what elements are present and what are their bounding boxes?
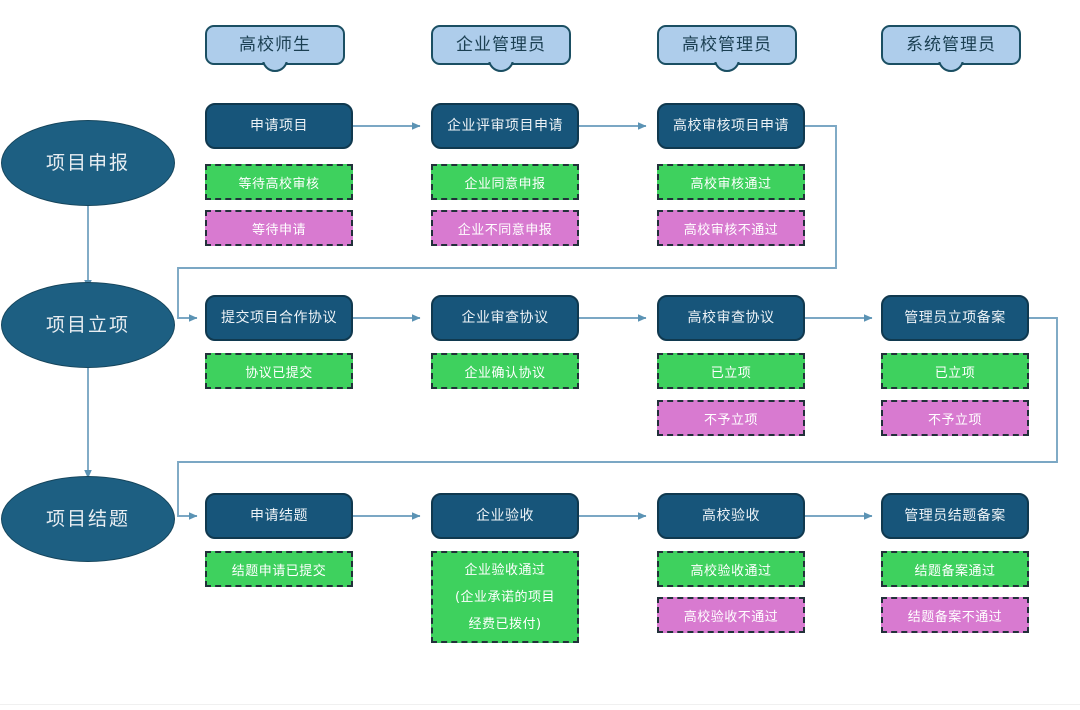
stage-ellipse-1[interactable]: 项目立项 [1, 282, 175, 368]
role-header-1[interactable]: 企业管理员 [431, 25, 571, 72]
status-r3c4-0[interactable]: 结题备案通过 [881, 551, 1029, 587]
status-r2c4-0[interactable]: 已立项 [881, 353, 1029, 389]
status-r1c1-1[interactable]: 等待申请 [205, 210, 353, 246]
status-r2c1-0[interactable]: 协议已提交 [205, 353, 353, 389]
status-r1c3-0[interactable]: 高校审核通过 [657, 164, 805, 200]
status-r1c2-1[interactable]: 企业不同意申报 [431, 210, 579, 246]
status-r3c4-1[interactable]: 结题备案不通过 [881, 597, 1029, 633]
process-r1c1[interactable]: 申请项目 [205, 103, 353, 149]
status-r1c2-0[interactable]: 企业同意申报 [431, 164, 579, 200]
callout-notch-icon [262, 62, 288, 76]
process-r2c4[interactable]: 管理员立项备案 [881, 295, 1029, 341]
role-header-label: 高校管理员 [682, 35, 772, 55]
callout-notch-icon [714, 62, 740, 76]
status-r2c3-0[interactable]: 已立项 [657, 353, 805, 389]
status-r2c2-0[interactable]: 企业确认协议 [431, 353, 579, 389]
callout-notch-icon [938, 62, 964, 76]
status-r1c1-0[interactable]: 等待高校审核 [205, 164, 353, 200]
status-r3c3-0[interactable]: 高校验收通过 [657, 551, 805, 587]
callout-notch-icon [488, 62, 514, 76]
stage-ellipse-2[interactable]: 项目结题 [1, 476, 175, 562]
status-r3c2-0[interactable]: 企业验收通过 (企业承诺的项目 经费已拨付) [431, 551, 579, 643]
process-r3c1[interactable]: 申请结题 [205, 493, 353, 539]
process-r1c3[interactable]: 高校审核项目申请 [657, 103, 805, 149]
status-r3c1-0[interactable]: 结题申请已提交 [205, 551, 353, 587]
bottom-divider [0, 704, 1080, 705]
process-r3c3[interactable]: 高校验收 [657, 493, 805, 539]
process-r2c1[interactable]: 提交项目合作协议 [205, 295, 353, 341]
process-r3c4[interactable]: 管理员结题备案 [881, 493, 1029, 539]
status-r2c3-1[interactable]: 不予立项 [657, 400, 805, 436]
role-header-3[interactable]: 系统管理员 [881, 25, 1021, 72]
stage-ellipse-0[interactable]: 项目申报 [1, 120, 175, 206]
status-r1c3-1[interactable]: 高校审核不通过 [657, 210, 805, 246]
role-header-label: 系统管理员 [906, 35, 996, 55]
status-r3c3-1[interactable]: 高校验收不通过 [657, 597, 805, 633]
role-header-2[interactable]: 高校管理员 [657, 25, 797, 72]
role-header-label: 企业管理员 [456, 35, 546, 55]
status-r2c4-1[interactable]: 不予立项 [881, 400, 1029, 436]
role-header-label: 高校师生 [239, 35, 311, 55]
process-r2c3[interactable]: 高校审查协议 [657, 295, 805, 341]
role-header-0[interactable]: 高校师生 [205, 25, 345, 72]
process-r3c2[interactable]: 企业验收 [431, 493, 579, 539]
process-r2c2[interactable]: 企业审查协议 [431, 295, 579, 341]
process-r1c2[interactable]: 企业评审项目申请 [431, 103, 579, 149]
